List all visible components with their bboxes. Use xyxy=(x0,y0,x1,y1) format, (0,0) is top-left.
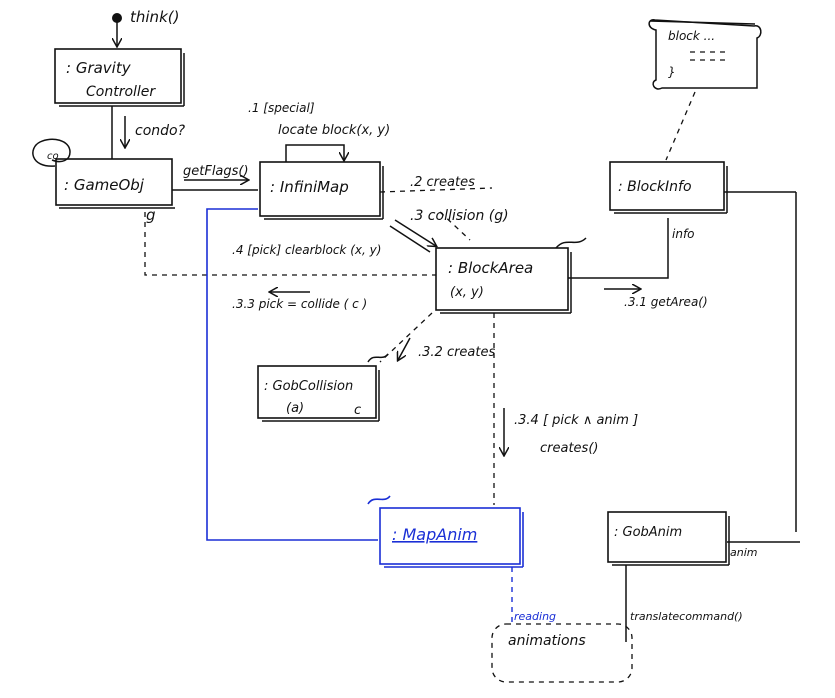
code-note: block ... } xyxy=(648,19,762,161)
gob-anim-object[interactable]: : GobAnim xyxy=(607,511,730,566)
block-info-object[interactable]: : BlockInfo xyxy=(609,161,728,214)
translate-message: translatecommand() xyxy=(625,565,743,642)
reading-message: reading xyxy=(511,567,556,623)
gob-anim-name: : GobAnim xyxy=(614,525,682,540)
creates32-message: .3.2 creates xyxy=(398,337,495,360)
start-trigger: think() xyxy=(112,8,179,46)
animations-object[interactable]: animations xyxy=(491,623,633,683)
start-dot xyxy=(112,13,122,23)
creates32-label: .3.2 creates xyxy=(418,345,495,360)
collision-message: .3 collision (g) xyxy=(389,208,509,253)
game-obj-object[interactable]: : GameObj g xyxy=(55,158,175,224)
collision-label: .3 collision (g) xyxy=(410,208,509,224)
locate-label: locate block(x, y) xyxy=(278,123,390,138)
map-anim-object[interactable]: : MapAnim xyxy=(367,495,524,568)
gob-collision-corner: c xyxy=(354,403,361,418)
infini-map-name: : InfiniMap xyxy=(270,178,349,196)
clearblock-message: .4 [pick] clearblock (x, y) xyxy=(232,211,471,257)
gravity-controller-object[interactable]: : Gravity Controller xyxy=(54,48,185,107)
active-object-glyph: co xyxy=(32,138,71,167)
anim34-label: .3.4 [ pick ∧ anim ] xyxy=(514,413,638,428)
block-area-param: (x, y) xyxy=(450,285,484,300)
block-area-name: : BlockArea xyxy=(448,259,533,277)
gob-collision-name: : GobCollision xyxy=(264,379,353,394)
note-line2: } xyxy=(668,65,676,79)
gob-collision-object[interactable]: : GobCollision (a) c xyxy=(257,353,389,422)
pick-message: .3.3 pick = collide ( c ) xyxy=(232,292,367,311)
locate-block-message: .1 [special] locate block(x, y) xyxy=(248,101,390,162)
translate-label: translatecommand() xyxy=(630,610,743,623)
reading-label: reading xyxy=(514,610,556,623)
gravity-line1: : Gravity xyxy=(66,59,132,77)
clearblock-label: .4 [pick] clearblock (x, y) xyxy=(232,243,381,257)
gameobj-blockarea-link xyxy=(144,212,436,276)
note-link xyxy=(665,91,696,161)
map-anim-name: : MapAnim xyxy=(392,525,477,544)
svg-text:co: co xyxy=(47,151,59,162)
game-obj-param: g xyxy=(146,206,156,224)
gob-collision-param: (a) xyxy=(286,401,304,416)
getflags-label: getFlags() xyxy=(183,164,249,179)
blockarea-blockinfo-link xyxy=(568,218,669,279)
anim-label: anim xyxy=(730,546,757,559)
game-obj-name: : GameObj xyxy=(64,176,145,194)
block-area-object[interactable]: : BlockArea (x, y) xyxy=(435,237,587,314)
condo-label: condo? xyxy=(135,123,186,139)
animations-name: animations xyxy=(508,633,586,649)
getarea-message: .3.1 getArea() xyxy=(604,289,708,309)
think-label: think() xyxy=(130,8,179,26)
getflags-message: getFlags() xyxy=(172,164,258,191)
anim34-creates: creates() xyxy=(540,441,598,456)
infini-map-object[interactable]: : InfiniMap xyxy=(259,161,384,220)
block-info-name: : BlockInfo xyxy=(618,179,692,195)
blockarea-gobcollision-link xyxy=(379,312,433,363)
gravity-line2: Controller xyxy=(86,84,156,100)
creates2-label: .2 creates xyxy=(410,175,475,190)
creates2-message: .2 creates xyxy=(379,175,493,193)
infinimap-mapanim-link xyxy=(206,208,378,541)
note-line1: block ... xyxy=(668,29,715,43)
info-label: info xyxy=(672,227,695,241)
condo-message: condo? xyxy=(125,116,186,147)
special-label: .1 [special] xyxy=(248,101,315,115)
getarea-label: .3.1 getArea() xyxy=(624,295,708,309)
anim34-message: .3.4 [ pick ∧ anim ] creates() xyxy=(504,408,638,456)
pick-label: .3.3 pick = collide ( c ) xyxy=(232,297,367,311)
